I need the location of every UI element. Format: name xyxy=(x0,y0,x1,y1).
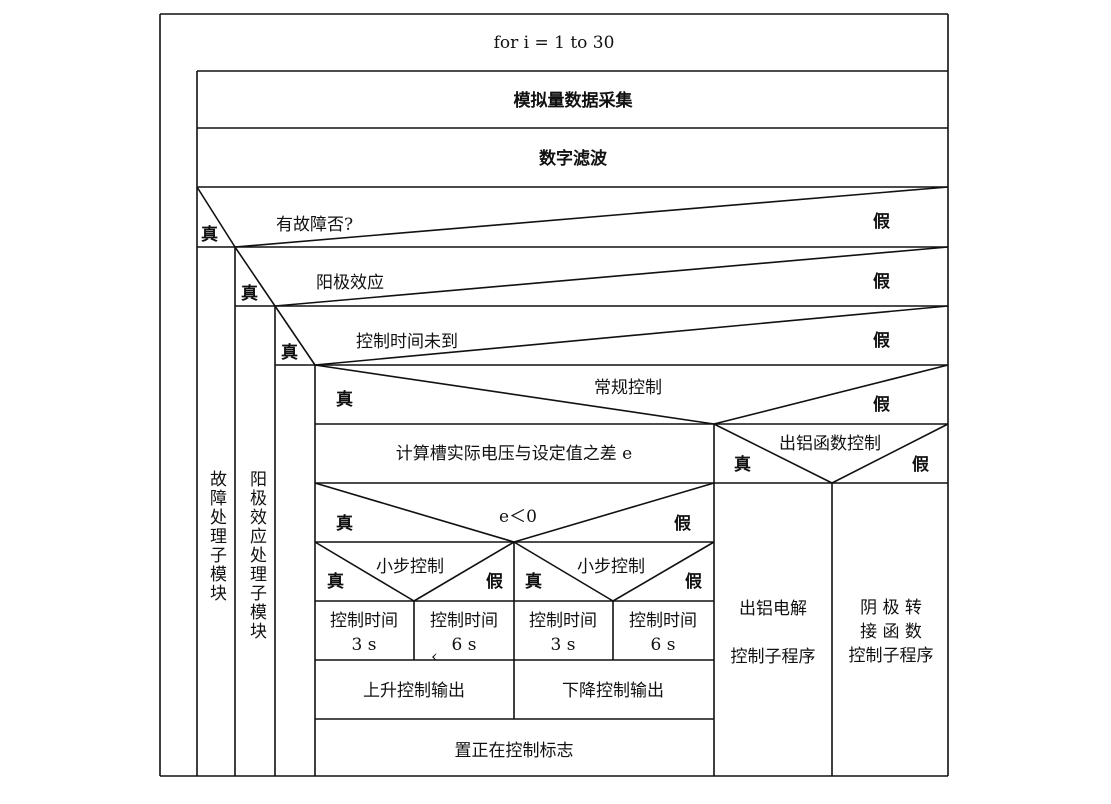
ctime-cell-2-title: 控制时间 xyxy=(430,611,498,631)
anode-true-label: 真 xyxy=(241,283,258,304)
small-step-left-diagonal-true xyxy=(314,541,415,602)
loop-header: for i = 1 to 30 xyxy=(494,33,615,53)
small-step-right-diagonal-false xyxy=(612,541,715,602)
anode-change-line2: 接 函 数 xyxy=(860,622,922,642)
ctime-cell-3-title: 控制时间 xyxy=(529,611,597,631)
small-step-right-diagonal-true xyxy=(513,541,614,602)
anode-module-label: 阳极效应处理子模块 xyxy=(246,470,267,641)
action-lower-output: 下降控制输出 xyxy=(562,681,664,701)
tapping-false-label: 假 xyxy=(912,454,929,475)
regular-true-label: 真 xyxy=(336,389,353,410)
ctime-cell-4-value: 6 s xyxy=(651,635,676,655)
anode-false-label: 假 xyxy=(873,271,890,292)
regular-decision-diagonal-true xyxy=(314,364,715,425)
fault-decision-diagonal-false xyxy=(234,186,949,248)
anode-change-line1: 阴 极 转 xyxy=(860,598,922,618)
ctime-cell-4-title: 控制时间 xyxy=(629,611,697,631)
eneg-false-label: 假 xyxy=(674,513,691,534)
small-step-left-diagonal-false xyxy=(413,541,515,602)
ctime-decision-diagonal-false xyxy=(314,305,949,366)
anode-decision-label: 阳极效应 xyxy=(316,273,384,293)
tapping-subroutine-line1: 出铝电解 xyxy=(739,599,807,619)
small-step-right-false-label: 假 xyxy=(685,571,702,592)
action-calc-e: 计算槽实际电压与设定值之差 e xyxy=(396,444,632,464)
tapping-decision-label: 出铝函数控制 xyxy=(779,434,881,454)
regular-false-label: 假 xyxy=(873,394,890,415)
tapping-decision-diagonal-false xyxy=(831,423,949,484)
stray-mark: ‹ xyxy=(431,647,438,667)
ctime-decision-diagonal xyxy=(274,305,316,366)
anode-decision-diagonal xyxy=(234,246,276,307)
action-set-flag: 置正在控制标志 xyxy=(455,741,574,761)
ctime-cell-1-title: 控制时间 xyxy=(330,611,398,631)
ctime-false-label: 假 xyxy=(873,330,890,351)
small-step-left-false-label: 假 xyxy=(486,571,503,592)
action-raise-output: 上升控制输出 xyxy=(363,681,465,701)
fault-module-label: 故障处理子模块 xyxy=(206,470,227,603)
fault-false-label: 假 xyxy=(873,211,890,232)
step-filter: 数字滤波 xyxy=(539,148,608,169)
small-step-right-label: 小步控制 xyxy=(577,557,645,577)
fault-decision-label: 有故障否? xyxy=(276,215,353,235)
tapping-true-label: 真 xyxy=(734,454,751,475)
small-step-right-true-label: 真 xyxy=(525,571,542,592)
fault-true-label: 真 xyxy=(201,224,218,245)
small-step-left-true-label: 真 xyxy=(327,571,344,592)
fault-decision-diagonal xyxy=(196,186,236,248)
eneg-decision-diagonal-true xyxy=(314,482,515,543)
eneg-true-label: 真 xyxy=(336,513,353,534)
tapping-decision-diagonal-true xyxy=(713,423,833,484)
ctime-cell-2-value: 6 s xyxy=(452,635,477,655)
ctime-true-label: 真 xyxy=(281,342,298,363)
regular-decision-diagonal-false xyxy=(713,364,949,425)
anode-decision-diagonal-false xyxy=(274,246,949,307)
ctime-cell-3-value: 3 s xyxy=(551,635,576,655)
eneg-decision-label: e＜0 xyxy=(499,507,537,527)
anode-change-line3: 控制子程序 xyxy=(849,646,934,666)
small-step-left-label: 小步控制 xyxy=(376,557,444,577)
eneg-decision-diagonal-false xyxy=(513,482,715,543)
ctime-decision-label: 控制时间未到 xyxy=(356,332,458,352)
ctime-cell-1-value: 3 s xyxy=(352,635,377,655)
tapping-subroutine-line2: 控制子程序 xyxy=(731,647,816,667)
step-acquire: 模拟量数据采集 xyxy=(514,90,634,111)
regular-decision-label: 常规控制 xyxy=(594,378,662,398)
